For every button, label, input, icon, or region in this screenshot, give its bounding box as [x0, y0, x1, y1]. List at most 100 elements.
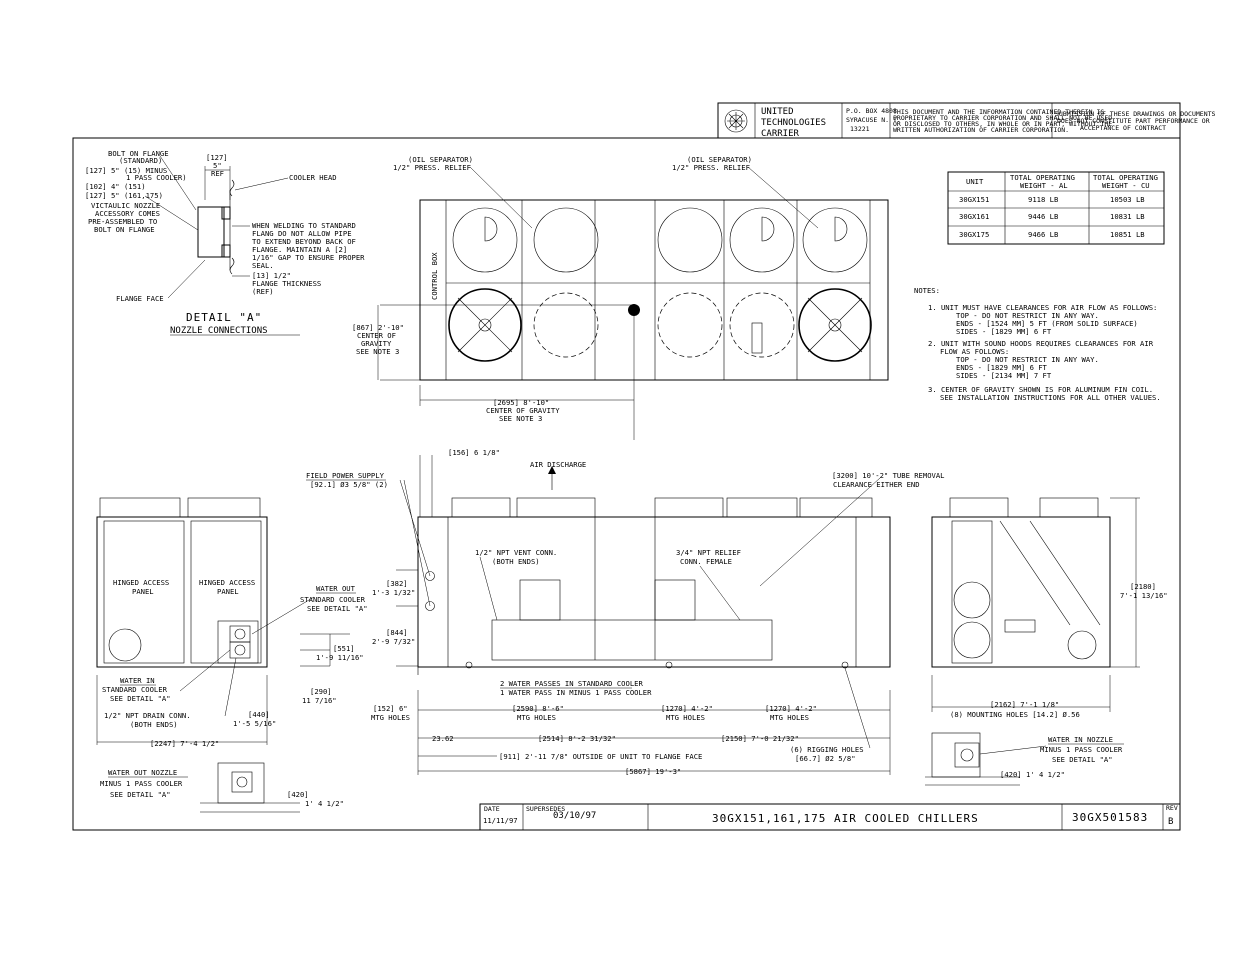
detail-a-drawing: BOLT ON FLANGE (STANDARD) [127] 5" (15) … [85, 149, 365, 336]
weights-header-cu-2: WEIGHT - CU [1102, 181, 1150, 190]
oil-separator-right-1: (OIL SEPARATOR) [687, 155, 752, 164]
cg-side-1: [867] 2'-10" [352, 323, 404, 332]
table-cell: 10831 LB [1110, 212, 1145, 221]
dim-382b: 1'-3 1/32" [372, 588, 415, 597]
welding-note-4: FLANGE. MAINTAIN A [2] [252, 245, 347, 254]
table-cell: 30GX161 [959, 212, 989, 221]
note-line: 2. UNIT WITH SOUND HOODS REQUIRES CLEARA… [928, 339, 1154, 348]
company-line-2: TECHNOLOGIES [761, 118, 826, 128]
dim-420-left: [420] [287, 790, 309, 799]
detail-a-subtitle: NOZZLE CONNECTIONS [170, 326, 268, 336]
mtg-holes-label-d: MTG HOLES [770, 713, 809, 722]
victaulic-label-4: BOLT ON FLANGE [94, 225, 155, 234]
drawing-title: 30GX151,161,175 AIR COOLED CHILLERS [712, 812, 979, 825]
table-cell: 9118 LB [1028, 195, 1058, 204]
welding-note-1: WHEN WELDING TO STANDARD [252, 221, 356, 230]
dim-2514: [2514] 8'-2 31/32" [538, 734, 616, 743]
flange-thickness-2: FLANGE THICKNESS [252, 279, 321, 288]
welding-note-6: SEAL. [252, 261, 274, 270]
note-line: SIDES - [2134 MM] 7 FT [956, 371, 1052, 380]
table-cell: 30GX175 [959, 230, 989, 239]
notes-heading: NOTES: [914, 286, 940, 295]
water-passes-label-2: 1 WATER PASS IN MINUS 1 PASS COOLER [500, 688, 652, 697]
cg-length-1: [2695] 8'-10" [493, 398, 549, 407]
access-panel-right-2: PANEL [217, 587, 239, 596]
rev-value: B [1168, 817, 1173, 827]
water-in-label-2: STANDARD COOLER [102, 685, 168, 694]
dim-844b: 2'-9 7/32" [372, 637, 415, 646]
notice-line-3: OR DISCLOSED TO OTHERS, IN WHOLE OR IN P… [893, 120, 1112, 128]
top-view-drawing: (OIL SEPARATOR) 1/2" PRESS. RELIEF (OIL … [352, 155, 889, 440]
table-cell: 10503 LB [1110, 195, 1145, 204]
rigging-holes-label-2: [66.7] Ø2 5/8" [795, 754, 856, 763]
water-in-nozzle-label-3: SEE DETAIL "A" [1052, 755, 1113, 764]
left-end-view-drawing: HINGED ACCESS PANEL HINGED ACCESS PANEL … [96, 497, 368, 813]
dim-290: [290] [310, 687, 332, 696]
detail-a-title: DETAIL "A" [186, 311, 262, 324]
victaulic-label-2: ACCESSORY COMES [95, 209, 160, 218]
supersedes-value: 03/10/97 [553, 811, 596, 821]
control-box-label: CONTROL BOX [430, 252, 439, 300]
water-passes-label: 2 WATER PASSES IN STANDARD COOLER [500, 679, 643, 688]
address-line-1: P.O. BOX 4808 [846, 107, 897, 115]
dim-2247: [2247] 7'-4 1/2" [150, 739, 219, 748]
weights-header-cu-1: TOTAL OPERATING [1093, 173, 1158, 182]
side-view-drawing: [156] 6 1/8" FIELD POWER SUPPLY [92.1] Ø… [306, 448, 945, 776]
dim-2162: [2162] 7'-1 1/8" [990, 700, 1059, 709]
cg-side-2: CENTER OF [357, 331, 396, 340]
welding-note-2: FLANG DO NOT ALLOW PIPE [252, 229, 352, 238]
table-cell: 30GX151 [959, 195, 989, 204]
dim-2180: [2180] [1130, 582, 1156, 591]
drain-conn-label: 1/2" NPT DRAIN CONN. [104, 711, 191, 720]
notice-line-4: WRITTEN AUTHORIZATION OF CARRIER CORPORA… [893, 126, 1069, 134]
welding-note-5: 1/16" GAP TO ENSURE PROPER [252, 253, 365, 262]
dim-420-right: [420] 1' 4 1/2" [1000, 770, 1065, 779]
cg-length-2: CENTER OF GRAVITY [486, 406, 560, 415]
water-in-label: WATER IN [120, 676, 155, 685]
victaulic-label-1: VICTAULIC NOZZLE [91, 201, 160, 210]
welding-note-3: TO EXTEND BEYOND BACK OF [252, 237, 356, 246]
bottom-title-block: DATE 11/11/97 SUPERSEDES 03/10/97 30GX15… [479, 803, 1181, 831]
dim-844: [844] [386, 628, 408, 637]
weights-header-al-1: TOTAL OPERATING [1010, 173, 1075, 182]
victaulic-label-3: PRE-ASSEMBLED TO [88, 217, 157, 226]
dim-2180b: 7'-1 13/16" [1120, 591, 1168, 600]
vent-conn-label: 1/2" NPT VENT CONN. [475, 548, 557, 557]
dim-2590: [2590] 8'-6" [512, 704, 564, 713]
ref-127: [127] [206, 153, 228, 162]
access-panel-right-1: HINGED ACCESS [199, 578, 255, 587]
dim-156: [156] 6 1/8" [448, 448, 500, 457]
water-out-label: WATER OUT [316, 584, 356, 593]
dim-2150: [2150] 7'-0 21/32" [721, 734, 799, 743]
cg-length-3: SEE NOTE 3 [499, 414, 542, 423]
vent-conn-label-2: (BOTH ENDS) [492, 557, 540, 566]
cg-side-4: SEE NOTE 3 [356, 347, 399, 356]
note-line: FLOW AS FOLLOWS: [940, 347, 1009, 356]
water-out-nozzle-label: WATER OUT NOZZLE [108, 768, 177, 777]
bolt-on-flange-label: BOLT ON FLANGE [108, 149, 169, 158]
weights-header-al-2: WEIGHT - AL [1020, 181, 1068, 190]
note-line: 3. CENTER OF GRAVITY SHOWN IS FOR ALUMIN… [928, 385, 1153, 394]
relief-conn-label-2: CONN. FEMALE [680, 557, 732, 566]
dim-911: [911] 2'-11 7/8" OUTSIDE OF UNIT TO FLAN… [499, 752, 702, 761]
note-line: SEE INSTALLATION INSTRUCTIONS FOR ALL OT… [940, 393, 1161, 402]
water-out-label-3: SEE DETAIL "A" [307, 604, 368, 613]
field-power-label-2: [92.1] Ø3 5/8" (2) [310, 480, 388, 489]
dim-1270a: [1270] 4'-2" [661, 704, 713, 713]
note-line: ENDS - [1829 MM] 6 FT [956, 363, 1048, 372]
mtg-holes-label-a: MTG HOLES [371, 713, 410, 722]
water-in-nozzle-label-2: MINUS 1 PASS COOLER [1040, 745, 1123, 754]
oil-separator-left-1: (OIL SEPARATOR) [408, 155, 473, 164]
address-line-2: SYRACUSE N. Y. [846, 116, 901, 124]
water-out-label-2: STANDARD COOLER [300, 595, 366, 604]
field-power-label: FIELD POWER SUPPLY [306, 471, 385, 480]
water-in-nozzle-label: WATER IN NOZZLE [1048, 735, 1113, 744]
flange-thickness-1: [13] 1/2" [252, 271, 291, 280]
submission-line-3: ACCEPTANCE OF CONTRACT [1080, 124, 1166, 132]
mounting-holes-label: (8) MOUNTING HOLES [14.2] Ø.56 [950, 710, 1080, 719]
tube-removal-label-2: CLEARANCE EITHER END [833, 480, 920, 489]
rigging-holes-label: (6) RIGGING HOLES [790, 745, 864, 754]
flange-face-label: FLANGE FACE [116, 294, 164, 303]
submission-line-1: SUBMISSION OF THESE DRAWINGS OR DOCUMENT… [1055, 110, 1216, 118]
